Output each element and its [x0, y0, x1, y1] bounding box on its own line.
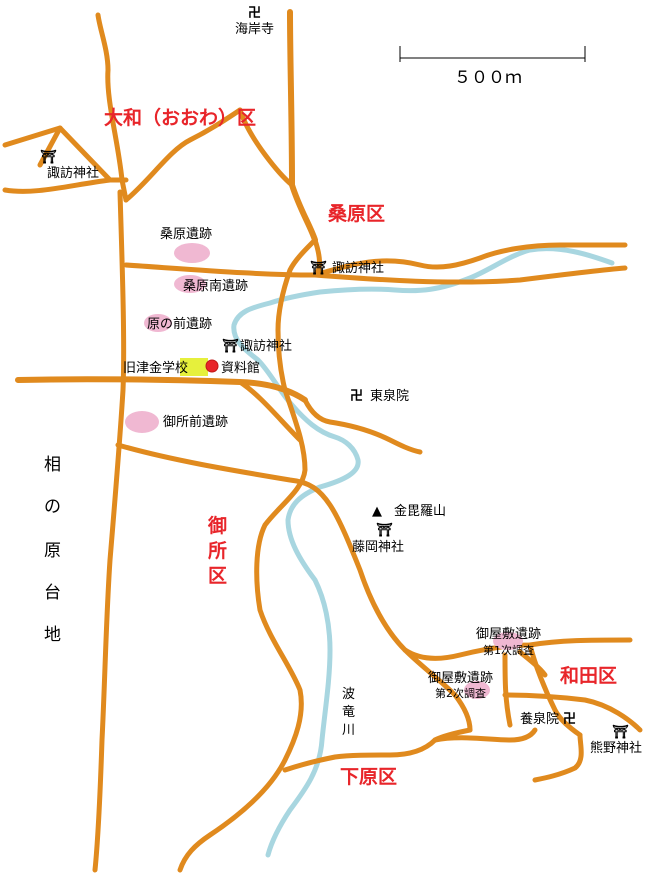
site-kuwabara-minami-marker [174, 275, 206, 293]
plateau-char-1: 相 [44, 455, 61, 475]
museum-dot [205, 359, 219, 373]
hatatsu-river [231, 246, 615, 858]
district-kuwabara: 桑原区 [328, 203, 385, 225]
district-gosho-3: 区 [208, 565, 227, 587]
manji-icon: 卍 [350, 389, 363, 404]
manji-icon: 卍 [248, 6, 261, 21]
shrine-suwa-owa: 諏訪神社 [47, 165, 99, 181]
mountain-konpirasan: 金毘羅山 [394, 503, 446, 519]
site-kuwabara-iseki-marker [174, 243, 210, 263]
shrine-suwa-kuwabara: 諏訪神社 [332, 260, 384, 276]
site-kuwabara-iseki: 桑原遺跡 [160, 226, 212, 242]
manji-icon: 卍 [563, 712, 576, 727]
shrine-suwa-center: 諏訪神社 [240, 338, 292, 354]
scale-bar: ５００ｍ [399, 46, 586, 88]
river-char-1: 波 [342, 687, 355, 702]
site-goyashiki1-name: 御屋敷遺跡 [476, 626, 541, 642]
shrine-kumano: 熊野神社 [590, 740, 642, 756]
site-haranomae-marker [144, 314, 172, 332]
site-goyashiki1-marker [493, 632, 523, 650]
shrine-fujioka: 藤岡神社 [352, 539, 404, 555]
site-goshomae-marker [125, 411, 159, 433]
temple-kaiganji: 海岸寺 [235, 22, 274, 37]
river-char-2: 竜 [342, 705, 355, 720]
plateau-char-2: の [44, 497, 61, 517]
plateau-char-4: 台 [44, 583, 61, 603]
school-name: 旧津金学校 [123, 360, 188, 376]
district-wada: 和田区 [560, 664, 617, 687]
district-owa: 大和（おおわ）区 [104, 106, 256, 129]
torii-icon: ⛩ [222, 338, 239, 354]
torii-icon: ⛩ [376, 522, 393, 538]
museum-label: 資料館 [221, 361, 260, 376]
torii-icon: ⛩ [310, 260, 327, 276]
site-kuwabara-minami: 桑原南遺跡 [183, 278, 248, 294]
torii-icon: ⛩ [40, 149, 57, 165]
site-goyashiki2-name: 御屋敷遺跡 [428, 670, 493, 686]
district-gosho-1: 御 [207, 514, 227, 537]
temple-yousenin: 養泉院 [520, 711, 559, 727]
plateau-char-3: 原 [44, 541, 61, 561]
school-highlight [180, 358, 208, 376]
district-gosho-2: 所 [208, 540, 227, 562]
temple-tousenin: 東泉院 [370, 388, 409, 404]
site-goyashiki2-marker [464, 681, 490, 699]
district-shimohara: 下原区 [340, 766, 397, 788]
mountain-icon: ▲ [372, 504, 382, 519]
roads [2, 9, 643, 873]
site-haranomae: 原の前遺跡 [147, 316, 212, 332]
site-markers [125, 243, 523, 699]
site-goshomae: 御所前遺跡 [163, 414, 228, 430]
torii-icon: ⛩ [612, 724, 629, 740]
plateau-char-5: 地 [44, 625, 61, 645]
site-goyashiki1-survey: 第1次調査 [483, 643, 534, 657]
scale-label: ５００ｍ [454, 68, 522, 88]
river-char-3: 川 [342, 723, 355, 738]
site-goyashiki2-survey: 第2次調査 [435, 686, 486, 700]
